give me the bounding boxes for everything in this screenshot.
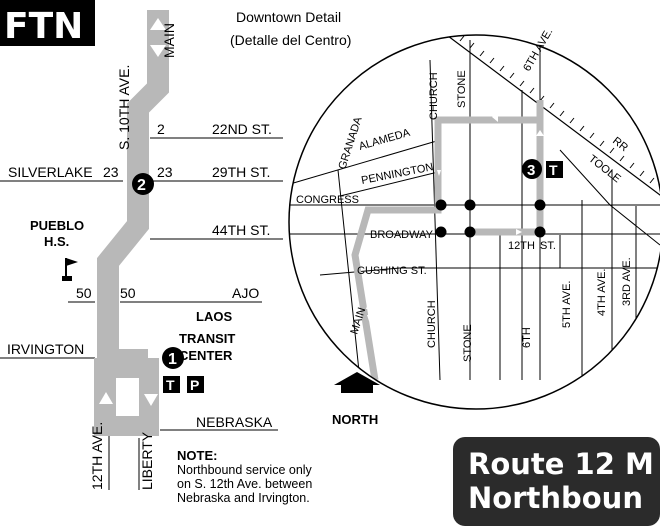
street-ajo-label: AJO <box>232 285 259 301</box>
transit-icon <box>546 161 563 178</box>
transit-center-inner <box>116 378 139 416</box>
inset-title: Downtown Detail <box>236 9 341 25</box>
marker-1-text: 1 <box>168 351 177 368</box>
pueblo-label: PUEBLO <box>30 218 84 233</box>
center-label: CENTER <box>179 348 233 363</box>
arrow-down-icon <box>144 394 158 406</box>
dt-stone-top-label: STONE <box>456 70 468 108</box>
dt-congress-label: CONGRESS <box>296 194 359 206</box>
dt-rr-label: RR <box>610 135 630 154</box>
inset-title-spanish: (Detalle del Centro) <box>230 32 351 48</box>
laos-label: LAOS <box>196 309 232 324</box>
arrow-down-icon <box>150 45 166 57</box>
marker-3 <box>522 159 542 179</box>
dt-toole-label: TOOLE <box>586 153 623 185</box>
dt-broadway-label: BROADWAY <box>370 229 434 241</box>
ftn-badge-text: FTN <box>4 6 83 47</box>
transit-icon-text: T <box>166 377 175 393</box>
marker-3-text: 3 <box>527 162 535 179</box>
school-flag-icon <box>62 258 78 281</box>
parking-icon <box>187 376 204 393</box>
dt-church-bottom-label: CHURCH <box>426 300 438 348</box>
note-line-3: Nebraska and Irvington. <box>177 491 310 505</box>
street-22nd-label: 22ND ST. <box>212 121 272 137</box>
parking-icon-text: P <box>190 377 199 393</box>
dt-stone-bottom-label: STONE <box>462 324 474 362</box>
dt-3rd-ave-label: 3RD AVE. <box>621 257 633 306</box>
route-23-number-right: 23 <box>157 164 173 180</box>
dt-12th-label: 12TH <box>508 240 535 252</box>
note-line-2: on S. 12th Ave. between <box>177 477 313 491</box>
marker-1 <box>162 347 184 369</box>
street-irvington-label: IRVINGTON <box>7 341 84 357</box>
route-23-number-left: 23 <box>103 164 119 180</box>
ftn-badge <box>0 0 95 46</box>
note-heading: NOTE: <box>177 448 218 463</box>
transit-icon-text: T <box>549 162 558 178</box>
dt-alameda-label: ALAMEDA <box>358 127 412 153</box>
dt-cushing-label: CUSHING ST. <box>357 265 427 277</box>
route-50-number-left: 50 <box>76 285 92 301</box>
street-s10th-label: S. 10TH AVE. <box>116 65 132 150</box>
street-main-label: MAIN <box>161 23 177 58</box>
route-50-number-right: 50 <box>120 285 136 301</box>
street-silverlake-label: SILVERLAKE <box>8 164 93 180</box>
title-line-2: Northboun <box>468 481 643 515</box>
route-2-number: 2 <box>157 121 165 137</box>
dt-4th-ave-label: 4TH AVE. <box>596 269 608 316</box>
street-12th-ave-label: 12TH AVE. <box>89 422 105 490</box>
marker-2 <box>132 173 154 195</box>
street-lines <box>0 137 283 490</box>
title-panel <box>453 437 660 526</box>
north-label: NORTH <box>332 412 378 427</box>
pueblo-hs-label: H.S. <box>44 234 69 249</box>
downtown-detail-frame <box>288 34 660 410</box>
service-note: NOTE: Northbound service only on S. 12th… <box>177 448 377 506</box>
downtown-detail-map <box>289 35 660 401</box>
title-line-1: Route 12 M <box>468 447 654 481</box>
dt-pennington-label: PENNINGTON <box>360 161 434 187</box>
street-liberty-label: LIBERTY <box>139 431 155 490</box>
marker-2-text: 2 <box>137 177 146 194</box>
dt-5th-ave-label: 5TH AVE. <box>561 281 573 328</box>
dt-st-label: ST. <box>540 240 556 252</box>
arrow-up-icon <box>99 392 113 404</box>
street-nebraska-label: NEBRASKA <box>196 414 273 430</box>
north-arrow-base <box>341 385 373 393</box>
arrow-up-icon <box>150 18 166 30</box>
street-44th-label: 44TH ST. <box>212 222 270 238</box>
note-line-1: Northbound service only <box>177 463 312 477</box>
transit-icon <box>163 376 180 393</box>
dt-church-top-label: CHURCH <box>428 72 440 120</box>
transit-label: TRANSIT <box>179 331 235 346</box>
street-29th-label: 29TH ST. <box>212 164 270 180</box>
dt-6th-bottom-label: 6TH <box>521 327 533 348</box>
north-arrow-icon <box>334 372 380 385</box>
